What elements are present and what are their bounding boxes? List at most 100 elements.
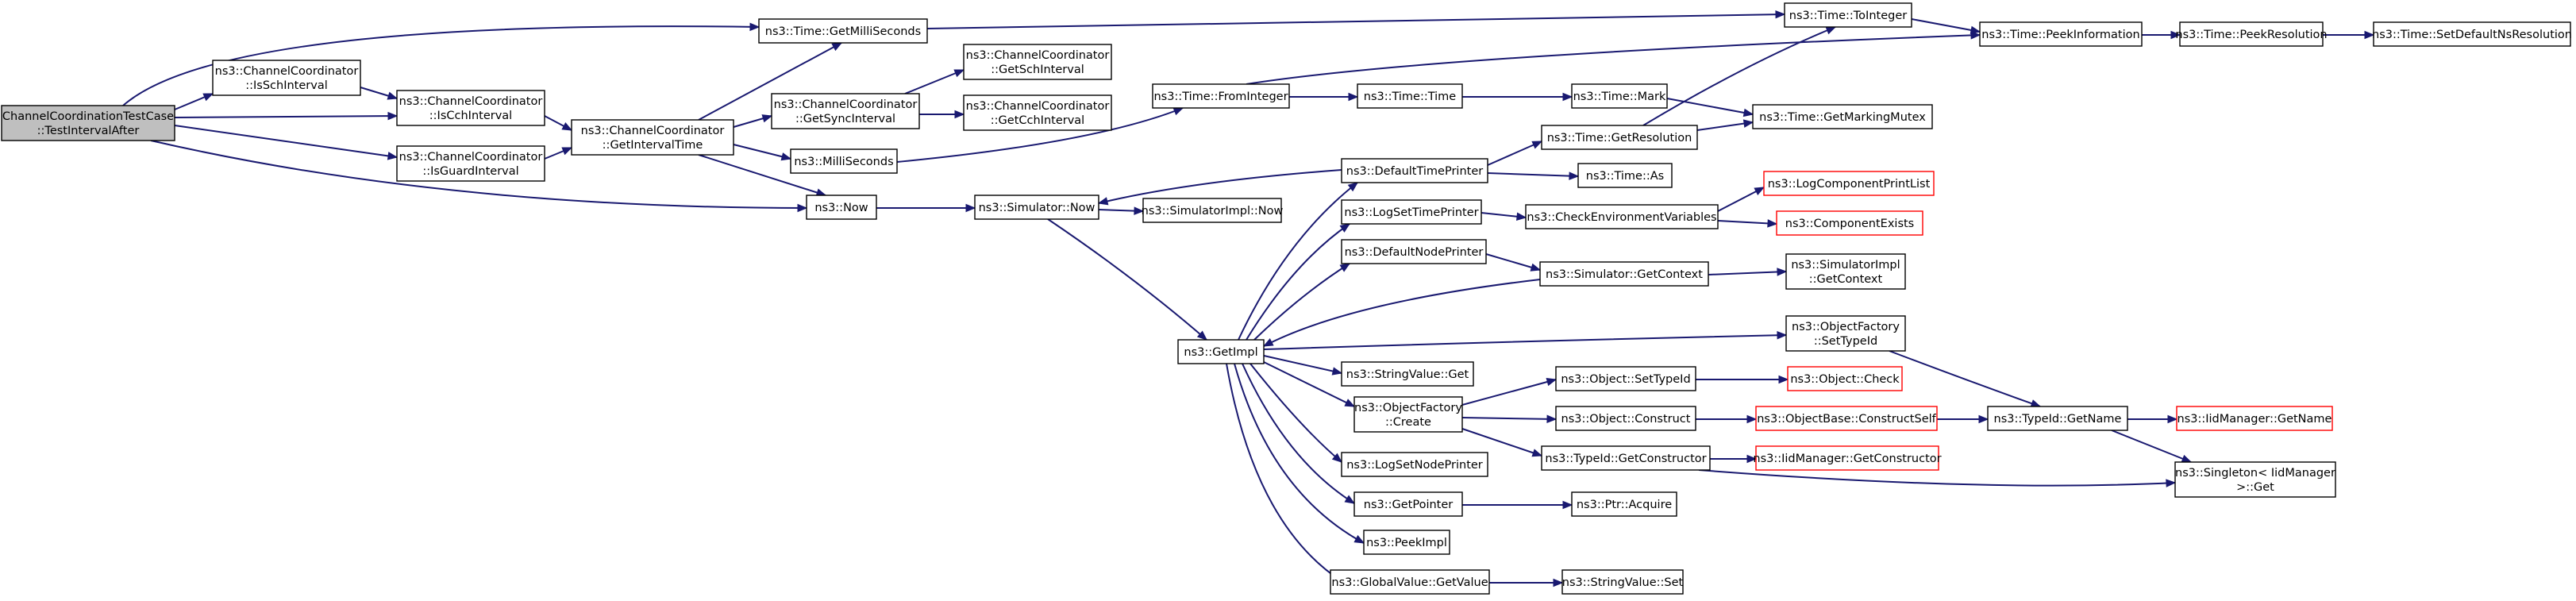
node-label: ns3::ChannelCoordinator xyxy=(581,125,725,137)
node-milliSec[interactable]: ns3::MilliSeconds xyxy=(790,148,898,174)
node-box xyxy=(1341,158,1488,183)
node-peekImpl[interactable]: ns3::PeekImpl xyxy=(1363,530,1450,555)
node-toInteger[interactable]: ns3::Time::ToInteger xyxy=(1784,2,1912,28)
node-strValGet[interactable]: ns3::StringValue::Get xyxy=(1341,361,1474,387)
node-peekInfo[interactable]: ns3::Time::PeekInformation xyxy=(1979,21,2143,47)
arrowhead xyxy=(387,91,399,100)
node-iidGetName[interactable]: ns3::IidManager::GetName xyxy=(2176,406,2333,431)
node-label: ns3::Time::As xyxy=(1586,170,1664,183)
node-objFactSet[interactable]: ns3::ObjectFactory::SetTypeId xyxy=(1785,315,1906,352)
node-box xyxy=(1152,83,1290,109)
node-typeIdGetCons[interactable]: ns3::TypeId::GetConstructor xyxy=(1541,445,1711,471)
node-box xyxy=(571,119,734,156)
arrowhead xyxy=(2170,30,2181,40)
node-label: ns3::LogSetTimePrinter xyxy=(1344,206,1478,219)
edge-root-to-isGuard xyxy=(174,125,399,160)
node-label: ns3::LogSetNodePrinter xyxy=(1346,459,1483,472)
node-fromInt[interactable]: ns3::Time::FromInteger xyxy=(1152,83,1290,109)
node-simNow[interactable]: ns3::Simulator::Now xyxy=(974,195,1099,220)
node-label: ns3::Simulator::Now xyxy=(979,202,1095,214)
arrowhead xyxy=(1344,495,1356,504)
node-iidGetCons[interactable]: ns3::IidManager::GetConstructor xyxy=(1753,445,1942,471)
node-ptrAcquire[interactable]: ns3::Ptr::Acquire xyxy=(1571,491,1677,517)
node-compExists[interactable]: ns3::ComponentExists xyxy=(1776,210,1923,236)
node-simImplGetCtx[interactable]: ns3::SimulatorImpl::GetContext xyxy=(1785,253,1906,290)
node-label: ::GetIntervalTime xyxy=(603,139,703,152)
edge-simNow-to-simImplNow xyxy=(1098,206,1145,215)
node-timeTime[interactable]: ns3::Time::Time xyxy=(1357,83,1463,109)
node-getImpl[interactable]: ns3::GetImpl xyxy=(1177,339,1265,364)
edge-objFactCreate-to-objConstruct xyxy=(1461,414,1558,424)
node-root[interactable]: ChannelCoordinationTestCase::TestInterva… xyxy=(1,105,175,141)
edge-getPointer-to-ptrAcquire xyxy=(1462,500,1573,510)
node-getSync[interactable]: ns3::ChannelCoordinator::GetSyncInterval xyxy=(771,93,920,129)
node-label: ::IsSchInterval xyxy=(245,79,328,92)
node-objConstruct[interactable]: ns3::Object::Construct xyxy=(1555,406,1696,431)
node-isCch[interactable]: ns3::ChannelCoordinator::IsCchInterval xyxy=(396,90,545,126)
node-typeIdGetName[interactable]: ns3::TypeId::GetName xyxy=(1987,406,2128,431)
arrowhead xyxy=(1553,578,1564,588)
node-box xyxy=(1177,339,1265,364)
node-getMilli[interactable]: ns3::Time::GetMilliSeconds xyxy=(758,18,928,44)
node-label: ns3::Time::Mark xyxy=(1573,91,1666,103)
edge-getRes-to-getMarking xyxy=(1696,119,1754,131)
node-getCchI[interactable]: ns3::ChannelCoordinator::GetCchInterval xyxy=(963,94,1112,131)
node-objFactCreate[interactable]: ns3::ObjectFactory::Create xyxy=(1353,396,1463,433)
node-checkEnv[interactable]: ns3::CheckEnvironmentVariables xyxy=(1525,204,1719,229)
node-label: ChannelCoordinationTestCase xyxy=(2,110,174,123)
node-box xyxy=(1755,445,1939,471)
node-defNodePrinter[interactable]: ns3::DefaultNodePrinter xyxy=(1341,239,1487,264)
node-label: ns3::TypeId::GetConstructor xyxy=(1545,453,1706,465)
node-isGuard[interactable]: ns3::ChannelCoordinator::IsGuardInterval xyxy=(396,145,545,182)
arrowhead xyxy=(1546,377,1558,387)
node-defTimePrinter[interactable]: ns3::DefaultTimePrinter xyxy=(1341,158,1488,183)
node-box xyxy=(1341,199,1482,225)
node-getSchI[interactable]: ns3::ChannelCoordinator::GetSchInterval xyxy=(963,44,1112,80)
edge-root-to-isCch xyxy=(174,111,399,121)
node-label: ns3::Time::PeekInformation xyxy=(1981,29,2139,41)
node-strValSet[interactable]: ns3::StringValue::Set xyxy=(1561,569,1684,595)
edge-peekInfo-to-peekRes xyxy=(2142,30,2181,40)
arrowhead xyxy=(2364,30,2375,40)
arrowhead xyxy=(1742,108,1754,118)
arrowhead xyxy=(1530,263,1542,272)
edge-isGuard-to-getInterval xyxy=(544,147,573,160)
node-objSetType[interactable]: ns3::Object::SetTypeId xyxy=(1555,366,1696,391)
node-setDefRes[interactable]: ns3::Time::SetDefaultNsResolution xyxy=(2372,21,2572,47)
node-label: ns3::DefaultTimePrinter xyxy=(1346,165,1483,178)
node-globalGetVal[interactable]: ns3::GlobalValue::GetValue xyxy=(1330,569,1490,595)
node-getInterval[interactable]: ns3::ChannelCoordinator::GetIntervalTime xyxy=(571,119,734,156)
node-simGetCtx[interactable]: ns3::Simulator::GetContext xyxy=(1539,261,1709,287)
node-logSetTime[interactable]: ns3::LogSetTimePrinter xyxy=(1341,199,1482,225)
node-label: ns3::ObjectFactory xyxy=(1792,321,1900,333)
node-timeAs[interactable]: ns3::Time::As xyxy=(1577,163,1673,188)
node-getMarking[interactable]: ns3::Time::GetMarkingMutex xyxy=(1752,104,1933,129)
node-box xyxy=(1353,491,1463,517)
node-objCheck[interactable]: ns3::Object::Check xyxy=(1787,366,1903,391)
node-simImplNow[interactable]: ns3::SimulatorImpl::Now xyxy=(1142,198,1284,223)
node-label: ns3::GlobalValue::GetValue xyxy=(1331,576,1488,589)
node-label: ns3::Time::GetResolution xyxy=(1547,132,1692,144)
node-timeMark[interactable]: ns3::Time::Mark xyxy=(1571,83,1668,109)
node-label: ns3::ChannelCoordinator xyxy=(399,151,543,164)
node-peekRes[interactable]: ns3::Time::PeekResolution xyxy=(2175,21,2328,47)
node-logCompPrint[interactable]: ns3::LogComponentPrintList xyxy=(1763,171,1935,196)
edges-layer xyxy=(122,10,2375,588)
arrowhead xyxy=(387,152,399,160)
node-now[interactable]: ns3::Now xyxy=(806,195,877,220)
node-getRes[interactable]: ns3::Time::GetResolution xyxy=(1541,125,1698,150)
edge-line xyxy=(2111,430,2192,463)
edge-isSch-to-isCch xyxy=(360,87,399,100)
edge-line xyxy=(1717,220,1777,225)
node-isSch[interactable]: ns3::ChannelCoordinator::IsSchInterval xyxy=(212,60,361,96)
node-singleton[interactable]: ns3::Singleton< IidManager >::Get xyxy=(2174,461,2336,498)
node-logSetNode[interactable]: ns3::LogSetNodePrinter xyxy=(1341,452,1488,477)
arrowhead xyxy=(1546,414,1558,424)
arrowhead xyxy=(561,121,573,131)
node-label: ns3::StringValue::Set xyxy=(1562,576,1684,589)
node-label: ns3::Time::Time xyxy=(1364,91,1457,103)
node-objBaseCS[interactable]: ns3::ObjectBase::ConstructSelf xyxy=(1755,406,1938,431)
node-getPointer[interactable]: ns3::GetPointer xyxy=(1353,491,1463,517)
arrowhead xyxy=(1777,331,1788,340)
edge-root-to-now xyxy=(150,140,808,213)
